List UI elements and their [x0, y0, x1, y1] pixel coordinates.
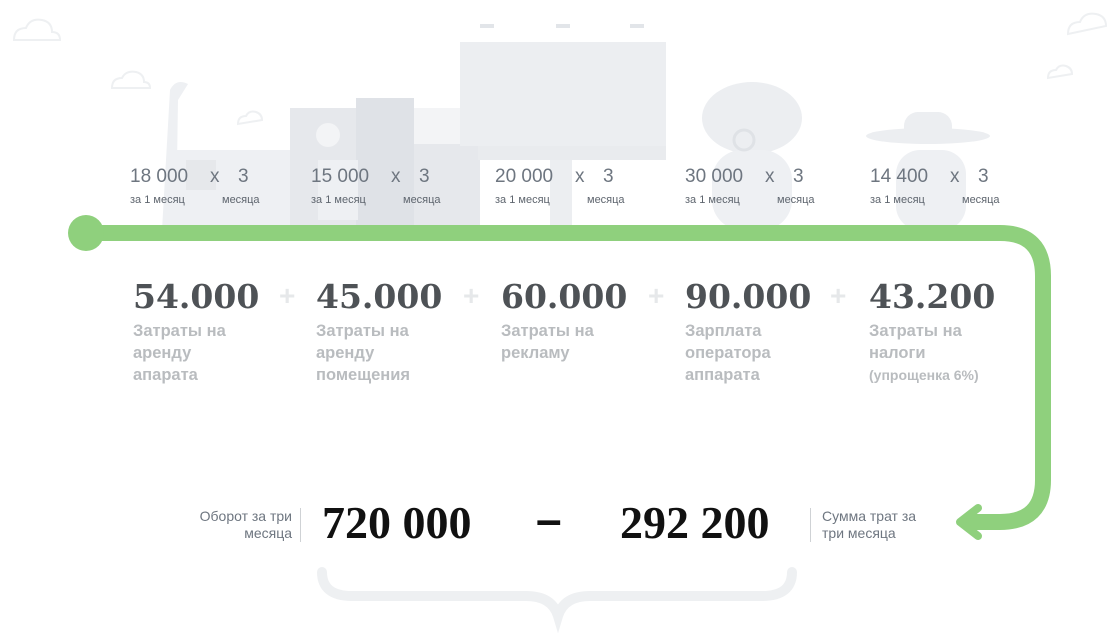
cost-description: Затраты на аренду апарата	[133, 320, 293, 386]
billboard-illustration	[460, 24, 666, 230]
expenses-caption-line: три месяца	[822, 525, 896, 541]
cost-description: Затраты на аренду помещения	[316, 320, 476, 386]
plus-sign: +	[463, 280, 480, 311]
calc-per: за 1 месяц	[685, 194, 740, 206]
calc-qty: 3	[238, 166, 249, 187]
minus-sign: –	[536, 493, 562, 545]
cost-desc-line: аренду	[316, 344, 375, 362]
calc-times: x	[575, 166, 585, 187]
progress-connector-line	[78, 225, 1051, 530]
cost-value: 60.000	[501, 277, 628, 316]
calc-unit: месяца	[403, 194, 441, 206]
calc-unit: месяца	[587, 194, 625, 206]
cost-desc-line: Затраты на	[869, 322, 962, 340]
expenses-caption-line: Сумма трат за	[822, 508, 917, 524]
calc-qty: 3	[978, 166, 989, 187]
cloud-icon	[12, 12, 1108, 126]
calc-per: за 1 месяц	[311, 194, 366, 206]
calc-times: x	[391, 166, 401, 187]
cost-value: 45.000	[316, 277, 443, 316]
cost-desc-line: Затраты на	[316, 322, 409, 340]
cost-description: Зарплата оператора аппарата	[685, 320, 845, 386]
turnover-caption: Оборот за три месяца	[180, 508, 292, 542]
calc-qty: 3	[603, 166, 614, 187]
cost-desc-line: аренду	[133, 344, 192, 362]
building-illustration	[290, 98, 480, 230]
divider	[300, 508, 301, 542]
calc-times: x	[210, 166, 220, 187]
arrow-head-icon	[956, 504, 982, 540]
cost-rent-space: 45.000 Затраты на аренду помещения	[316, 278, 476, 386]
cost-desc-line: рекламу	[501, 344, 570, 362]
calc-per: за 1 месяц	[870, 194, 925, 206]
lamp-post-illustration	[162, 82, 291, 230]
calc-qty: 3	[793, 166, 804, 187]
divider	[810, 508, 811, 542]
cost-value: 43.200	[869, 277, 996, 316]
calc-amount: 18 000	[130, 166, 189, 187]
calc-unit: месяца	[777, 194, 815, 206]
cost-desc-line: Затраты на	[501, 322, 594, 340]
calc-amount: 20 000	[495, 166, 554, 187]
plus-sign: +	[648, 280, 665, 311]
plus-sign: +	[279, 280, 296, 311]
operator-headset-illustration	[702, 82, 802, 230]
cost-note: (упрощенка 6%)	[869, 367, 979, 383]
expenses-caption: Сумма трат за три месяца	[822, 508, 942, 542]
cost-rent-device: 54.000 Затраты на аренду апарата	[133, 278, 293, 386]
expenses-total: 292 200	[620, 497, 770, 548]
calc-amount: 15 000	[311, 166, 370, 187]
calc-amount: 30 000	[685, 166, 744, 187]
cost-taxes: 43.200 Затраты на налоги (упрощенка 6%)	[869, 278, 1029, 386]
plus-sign: +	[830, 280, 847, 311]
cost-description: Затраты на рекламу	[501, 320, 661, 364]
cost-value: 90.000	[685, 277, 812, 316]
start-dot	[68, 215, 104, 251]
cost-salary: 90.000 Зарплата оператора аппарата	[685, 278, 845, 386]
cost-desc-line: апарата	[133, 366, 198, 384]
cost-desc-line: аппарата	[685, 366, 760, 384]
calc-times: x	[765, 166, 775, 187]
turnover-caption-line: Оборот за три	[199, 508, 292, 524]
calc-unit: месяца	[222, 194, 260, 206]
cost-desc-line: помещения	[316, 366, 411, 384]
calc-times: x	[950, 166, 960, 187]
curly-brace	[317, 567, 797, 634]
cost-value: 54.000	[133, 277, 260, 316]
hat-person-illustration	[866, 112, 990, 230]
calc-qty: 3	[419, 166, 430, 187]
cost-description: Затраты на налоги (упрощенка 6%)	[869, 320, 1029, 386]
cost-ads: 60.000 Затраты на рекламу	[501, 278, 661, 364]
cost-desc-line: Зарплата	[685, 322, 762, 340]
calc-unit: месяца	[962, 194, 1000, 206]
cost-desc-line: Затраты на	[133, 322, 226, 340]
turnover-caption-line: месяца	[244, 525, 292, 541]
calc-per: за 1 месяц	[130, 194, 185, 206]
cost-desc-line: налоги	[869, 344, 926, 362]
calc-per: за 1 месяц	[495, 194, 550, 206]
turnover-total: 720 000	[322, 497, 472, 548]
calc-amount: 14 400	[870, 166, 929, 187]
cost-desc-line: оператора	[685, 344, 771, 362]
